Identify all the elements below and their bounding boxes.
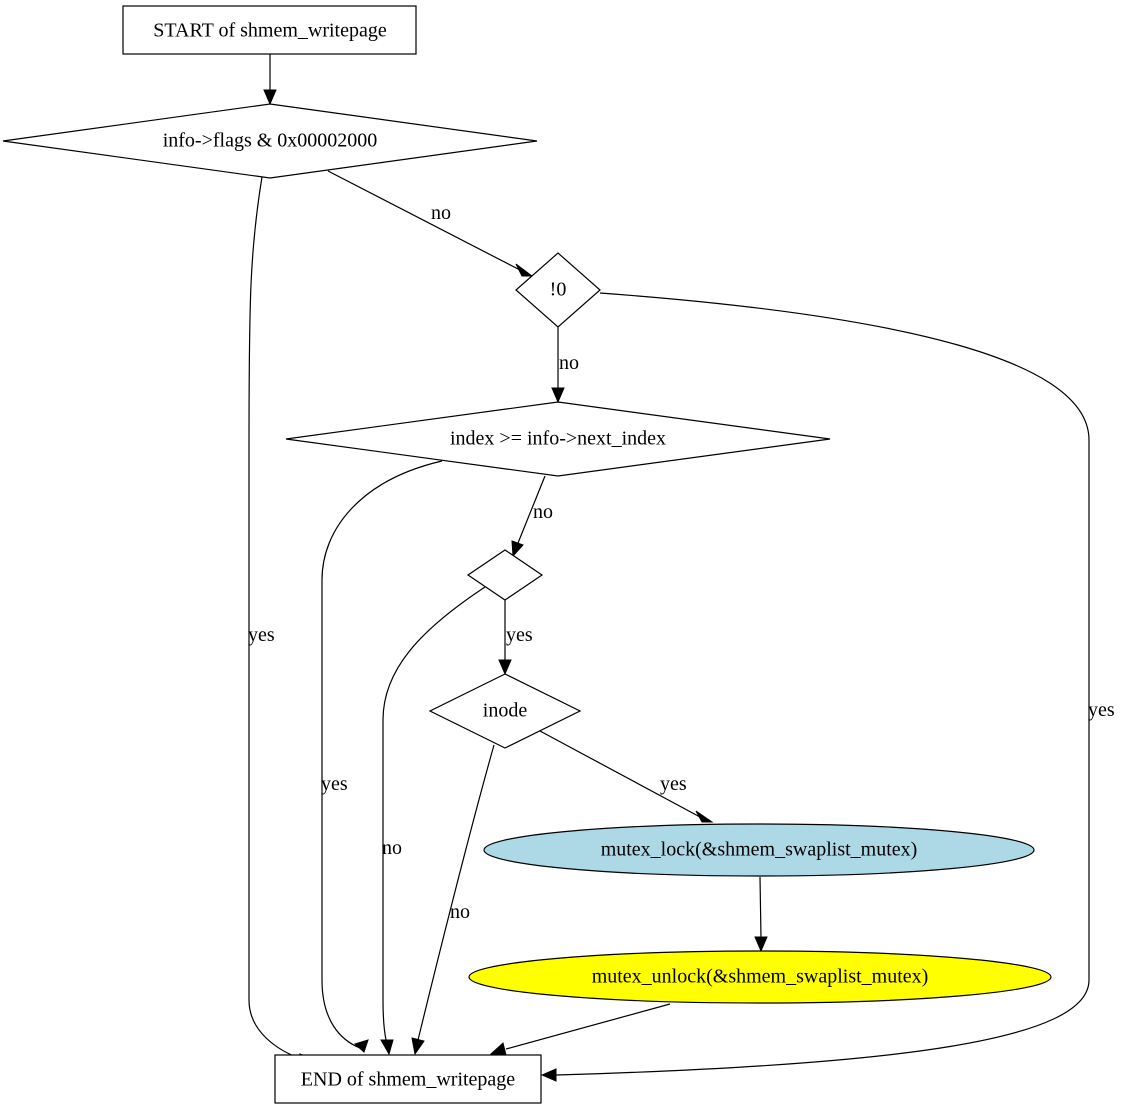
edge-start-to-flags-arrowhead bbox=[263, 89, 277, 106]
edge-label-inode-no: no bbox=[450, 901, 470, 923]
edge-flags-to-not0 bbox=[327, 170, 521, 271]
edge-label-flags-yes: yes bbox=[248, 624, 275, 646]
start-node: START of shmem_writepage bbox=[122, 5, 417, 55]
edge-flags-to-end bbox=[248, 176, 305, 1061]
mutex-lock-label: mutex_lock(&shmem_swaplist_mutex) bbox=[601, 839, 918, 861]
edge-label-flags-no: no bbox=[431, 202, 451, 224]
end-node: END of shmem_writepage bbox=[274, 1054, 542, 1104]
edge-flags-to-not0-arrowhead bbox=[515, 263, 534, 277]
edge-inode-to-end bbox=[417, 744, 495, 1041]
edge-unlock-to-end-arrowhead bbox=[489, 1042, 507, 1056]
edge-label-inode-yes: yes bbox=[660, 773, 687, 795]
edge-label-index-no: no bbox=[533, 501, 553, 523]
edge-index-to-end-arrowhead bbox=[354, 1039, 369, 1053]
edge-not0-to-index-arrowhead bbox=[551, 387, 565, 404]
edge-label-index-yes: yes bbox=[321, 773, 348, 795]
decision-flags: info->flags & 0x00002000 bbox=[2, 103, 538, 179]
edge-empty-to-end-arrowhead bbox=[380, 1039, 394, 1056]
edge-index-to-end bbox=[321, 460, 443, 1049]
decision-index: index >= info->next_index bbox=[285, 401, 831, 477]
edge-index-to-empty bbox=[517, 475, 546, 544]
decision-index-label: index >= info->next_index bbox=[450, 428, 666, 450]
decision-inode: inode bbox=[428, 673, 582, 749]
edge-label-not0-no: no bbox=[559, 352, 579, 374]
mutex-lock-node: mutex_lock(&shmem_swaplist_mutex) bbox=[483, 823, 1035, 877]
edge-empty-to-inode-arrowhead bbox=[498, 659, 512, 676]
decision-inode-label: inode bbox=[483, 700, 528, 722]
decision-empty bbox=[466, 549, 544, 601]
decision-not0-label: !0 bbox=[550, 279, 567, 301]
edge-label-empty-yes: yes bbox=[506, 624, 533, 646]
edge-inode-to-end-arrowhead bbox=[411, 1037, 425, 1056]
edge-index-to-empty-arrowhead bbox=[511, 540, 524, 558]
edge-empty-to-end bbox=[382, 586, 486, 1041]
edge-label-not0-yes: yes bbox=[1088, 699, 1115, 721]
edge-not0-to-end-arrowhead bbox=[540, 1068, 557, 1082]
mutex-unlock-node: mutex_unlock(&shmem_swaplist_mutex) bbox=[468, 950, 1052, 1004]
mutex-unlock-label: mutex_unlock(&shmem_swaplist_mutex) bbox=[592, 966, 929, 988]
end-node-label: END of shmem_writepage bbox=[301, 1069, 516, 1091]
start-node-label: START of shmem_writepage bbox=[153, 20, 387, 42]
decision-flags-label: info->flags & 0x00002000 bbox=[163, 130, 378, 152]
edge-label-empty-no: no bbox=[382, 837, 402, 859]
edge-lock-to-unlock-arrowhead bbox=[754, 936, 768, 953]
edge-inode-to-lock bbox=[539, 730, 701, 818]
edge-not0-to-end bbox=[555, 292, 1090, 1076]
edge-inode-to-lock-arrowhead bbox=[695, 810, 714, 823]
edge-unlock-to-end bbox=[505, 1003, 671, 1050]
decision-not0: !0 bbox=[515, 252, 601, 328]
edge-lock-to-unlock bbox=[759, 876, 762, 939]
